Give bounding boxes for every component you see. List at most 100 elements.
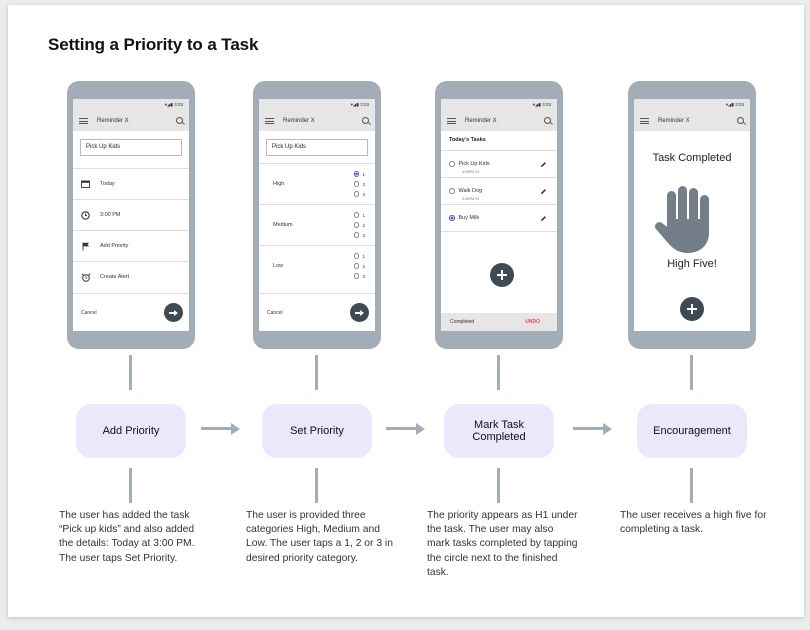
step-description: The user has added the task “Pick up kid… xyxy=(59,510,195,564)
step-mark-task-completed: Mark Task Completed xyxy=(444,404,554,458)
priority-option[interactable]: 3 xyxy=(353,190,365,199)
flow-arrow-icon xyxy=(201,422,240,435)
create-alert-row[interactable]: Create Alert xyxy=(73,261,189,292)
connector-line xyxy=(497,355,500,390)
task-name-field[interactable]: Pick Up Kids xyxy=(80,139,182,156)
status-bar: ▾◢▮ 3:03 xyxy=(259,99,375,110)
step-add-priority: Add Priority xyxy=(76,404,186,458)
pencil-icon[interactable] xyxy=(540,209,547,227)
phone-screen: ▾◢▮ 3:03 Reminder X Pick Up Kids Today 3… xyxy=(73,99,189,331)
app-title: Reminder X xyxy=(465,117,497,124)
priority-group-high: High 1 2 3 xyxy=(259,163,375,204)
priority-option[interactable]: 3 xyxy=(353,231,365,240)
phone-set-priority: ▾◢▮ 3:03 Reminder X Pick Up Kids High 1 … xyxy=(253,81,381,349)
radio-icon[interactable] xyxy=(353,273,360,279)
step-description: The user is provided three categories Hi… xyxy=(246,510,393,564)
priority-option[interactable]: 1 xyxy=(353,170,365,179)
task-meta: 3:30PM H1 xyxy=(462,197,480,201)
status-bar: ▾◢▮ 3:03 xyxy=(441,99,557,110)
task-meta: 3:00PM H1 xyxy=(462,170,480,174)
radio-icon[interactable] xyxy=(353,212,360,218)
pencil-icon[interactable] xyxy=(540,182,547,200)
flag-icon xyxy=(80,242,91,251)
menu-icon[interactable] xyxy=(265,117,274,124)
task-item[interactable]: Pick Up Kids 3:00PM H1 xyxy=(441,151,557,178)
connector-line xyxy=(315,355,318,390)
connector-line xyxy=(497,468,500,503)
priority-option[interactable]: 2 xyxy=(353,180,365,189)
connector-line xyxy=(129,468,132,503)
radio-icon[interactable] xyxy=(353,191,360,197)
bottom-action-bar: Cancel xyxy=(259,293,375,331)
priority-group-medium: Medium 1 2 3 xyxy=(259,204,375,245)
next-arrow-icon[interactable] xyxy=(350,303,369,322)
radio-icon[interactable] xyxy=(353,181,360,187)
undo-button[interactable]: UNDO xyxy=(525,319,540,325)
pencil-icon[interactable] xyxy=(540,155,547,173)
calendar-icon xyxy=(80,180,91,188)
priority-option[interactable]: 1 xyxy=(353,211,365,220)
cancel-button[interactable]: Cancel xyxy=(81,309,97,316)
menu-icon[interactable] xyxy=(79,117,88,124)
complete-circle-checked-icon[interactable] xyxy=(449,215,455,221)
app-bar: Reminder X xyxy=(634,110,750,131)
priority-group-low: Low 1 2 3 xyxy=(259,245,375,286)
radio-icon[interactable] xyxy=(353,263,360,269)
complete-circle-icon[interactable] xyxy=(449,188,455,194)
time-row[interactable]: 3:00 PM xyxy=(73,199,189,230)
priority-option[interactable]: 3 xyxy=(353,272,365,281)
step-set-priority: Set Priority xyxy=(262,404,372,458)
step-description: The user receives a high five for comple… xyxy=(620,510,767,536)
date-row[interactable]: Today xyxy=(73,168,189,199)
hand-icon xyxy=(655,186,709,253)
search-icon[interactable] xyxy=(362,117,369,124)
app-title: Reminder X xyxy=(97,117,129,124)
phone-screen: ▾◢▮ 3:03 Reminder X Pick Up Kids High 1 … xyxy=(259,99,375,331)
add-priority-row[interactable]: Add Priority xyxy=(73,230,189,261)
section-title: Today's Tasks xyxy=(441,131,557,151)
menu-icon[interactable] xyxy=(640,117,649,124)
task-completed-heading: Task Completed xyxy=(652,152,732,164)
task-item[interactable]: Walk Dog 3:30PM H1 xyxy=(441,178,557,205)
flow-arrow-icon xyxy=(386,422,425,435)
completed-snackbar: Completed UNDO xyxy=(441,313,557,331)
phone-add-priority: ▾◢▮ 3:03 Reminder X Pick Up Kids Today 3… xyxy=(67,81,195,349)
task-name-field[interactable]: Pick Up Kids xyxy=(266,139,368,156)
radio-icon[interactable] xyxy=(353,232,360,238)
high-five-text: High Five! xyxy=(667,258,717,270)
app-bar: Reminder X xyxy=(441,110,557,131)
radio-selected-icon[interactable] xyxy=(353,171,360,177)
search-icon[interactable] xyxy=(176,117,183,124)
connector-line xyxy=(315,468,318,503)
phone-mark-completed: ▾◢▮ 3:03 Reminder X Today's Tasks Pick U… xyxy=(435,81,563,349)
clock-icon xyxy=(80,210,91,220)
bottom-action-bar: Cancel xyxy=(73,293,189,331)
radio-icon[interactable] xyxy=(353,222,360,228)
cancel-button[interactable]: Cancel xyxy=(267,309,283,316)
radio-icon[interactable] xyxy=(353,253,360,259)
status-bar: ▾◢▮ 3:03 xyxy=(73,99,189,110)
next-arrow-icon[interactable] xyxy=(164,303,183,322)
flow-arrow-icon xyxy=(573,422,612,435)
search-icon[interactable] xyxy=(544,117,551,124)
add-task-plus-icon[interactable] xyxy=(490,263,514,287)
step-description: The priority appears as H1 under the tas… xyxy=(427,510,578,578)
app-title: Reminder X xyxy=(658,117,690,124)
phone-screen: ▾◢▮ 3:03 Reminder X Task Completed High … xyxy=(634,99,750,331)
priority-option[interactable]: 2 xyxy=(353,221,365,230)
search-icon[interactable] xyxy=(737,117,744,124)
app-title: Reminder X xyxy=(283,117,315,124)
menu-icon[interactable] xyxy=(447,117,456,124)
page-title: Setting a Priority to a Task xyxy=(48,35,259,54)
connector-line xyxy=(690,355,693,390)
connector-line xyxy=(690,468,693,503)
task-item[interactable]: Buy Milk xyxy=(441,205,557,232)
priority-option[interactable]: 1 xyxy=(353,252,365,261)
priority-option[interactable]: 2 xyxy=(353,262,365,271)
app-bar: Reminder X xyxy=(73,110,189,131)
add-task-plus-icon[interactable] xyxy=(680,297,704,321)
step-encouragement: Encouragement xyxy=(637,404,747,458)
phone-encouragement: ▾◢▮ 3:03 Reminder X Task Completed High … xyxy=(628,81,756,349)
connector-line xyxy=(129,355,132,390)
complete-circle-icon[interactable] xyxy=(449,161,455,167)
